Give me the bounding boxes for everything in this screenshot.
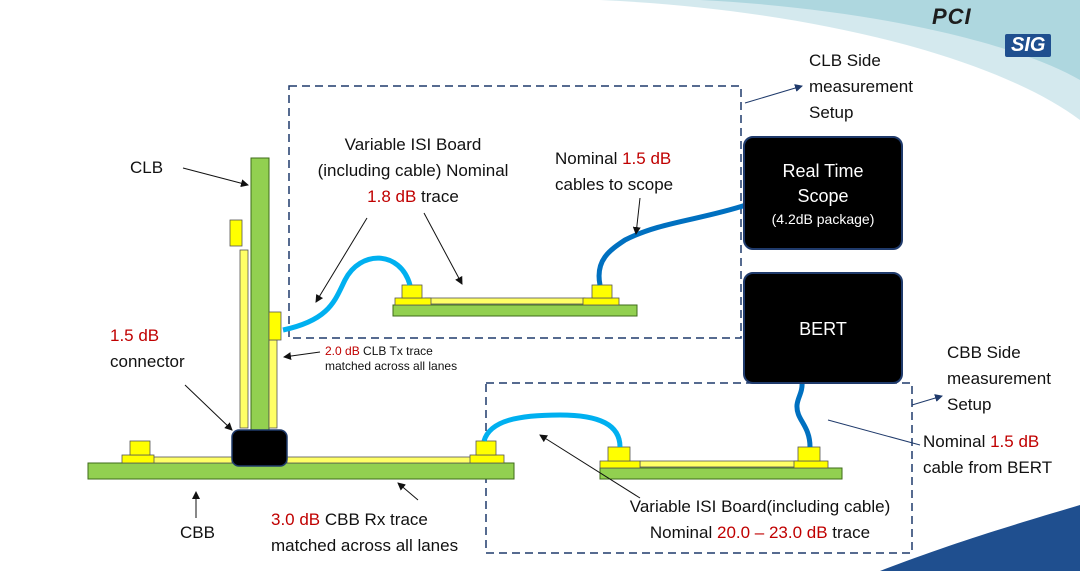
cables-scope-line2: cables to scope bbox=[555, 175, 674, 194]
cbb-trace-left bbox=[147, 456, 233, 464]
isi-bottom-trace bbox=[639, 460, 801, 468]
arrow-clb-tx bbox=[283, 351, 321, 360]
isi-bottom-conn-right-base bbox=[793, 460, 829, 469]
cable-bert-line2: cable from BERT bbox=[923, 458, 1053, 477]
isi-top-line2: (including cable) Nominal bbox=[317, 161, 509, 180]
clb-side-region bbox=[288, 85, 742, 339]
clb-tx-line2: matched across all lanes bbox=[325, 359, 458, 373]
cbb-side-line3: Setup bbox=[947, 395, 992, 414]
bert-label: BERT bbox=[799, 319, 847, 339]
cbb-connector-left-top bbox=[129, 440, 151, 456]
cables-scope-value: 1.5 dB bbox=[622, 149, 672, 168]
arrow-isi-cable bbox=[315, 217, 368, 303]
cable-bert-label: Nominal 1.5 dB cable from BERT bbox=[923, 429, 1052, 481]
cable-bert-to-isi bbox=[794, 379, 813, 448]
cbb-board bbox=[87, 462, 515, 480]
clb-tx-value: 2.0 dB bbox=[325, 344, 360, 358]
cbb-label: CBB bbox=[180, 523, 215, 542]
arrow-isi-trace bbox=[423, 212, 463, 285]
connector-value: 1.5 dB bbox=[110, 326, 160, 345]
isi-top-label: Variable ISI Board (including cable) Nom… bbox=[297, 132, 529, 210]
isi-bottom-conn-right bbox=[797, 446, 821, 462]
bert-box: BERT bbox=[743, 272, 903, 384]
arrow-connector bbox=[184, 384, 233, 431]
cable-isi-to-scope bbox=[596, 202, 747, 286]
cable-bert-line1: Nominal 1.5 dB bbox=[923, 429, 1052, 455]
cbb-side-label: CBB Side measurement Setup bbox=[947, 340, 1051, 418]
isi-bottom-line1: Variable ISI Board(including cable) bbox=[629, 497, 891, 516]
clb-tx-suffix: CLB Tx trace bbox=[359, 344, 433, 358]
pci-sig-logo: PCI SIG bbox=[910, 4, 1060, 62]
cbb-rx-line2: matched across all lanes bbox=[271, 536, 459, 555]
isi-bottom-prefix: Nominal bbox=[649, 523, 717, 542]
arrow-scope-cable bbox=[632, 197, 641, 235]
cbb-rx-line1: 3.0 dB CBB Rx trace bbox=[271, 507, 458, 533]
cbb-rx-label: 3.0 dB CBB Rx trace matched across all l… bbox=[271, 507, 458, 559]
cbb-connector-right-top bbox=[475, 440, 497, 456]
arrow-bert-cable bbox=[827, 419, 921, 446]
cable-bert-prefix: Nominal bbox=[923, 432, 991, 451]
isi-bottom-suffix: trace bbox=[827, 523, 871, 542]
logo-sig-text: SIG bbox=[1005, 34, 1052, 57]
cable-clb-to-isi bbox=[282, 255, 413, 333]
isi-top-line3: 1.8 dB trace bbox=[297, 184, 529, 210]
connector-label: 1.5 dB connector bbox=[110, 323, 185, 375]
isi-top-conn-left bbox=[401, 284, 423, 299]
arrow-clb-side bbox=[744, 84, 803, 104]
isi-bottom-value: 20.0 – 23.0 dB bbox=[716, 523, 828, 542]
cbb-side-line2: measurement bbox=[947, 369, 1051, 388]
scope-line2: Scope bbox=[797, 186, 849, 206]
isi-top-value: 1.8 dB bbox=[367, 187, 417, 206]
cbb-connector-right bbox=[469, 454, 505, 464]
cbb-rx-suffix: CBB Rx trace bbox=[320, 510, 428, 529]
clb-label: CLB bbox=[130, 158, 164, 177]
cables-scope-line1: Nominal 1.5 dB bbox=[555, 146, 673, 172]
isi-top-suffix: trace bbox=[416, 187, 459, 206]
clb-side-line1: CLB Side bbox=[809, 51, 881, 70]
clb-board bbox=[250, 157, 270, 431]
isi-bottom-line2: Nominal 20.0 – 23.0 dB trace bbox=[600, 520, 920, 546]
cables-scope-prefix: Nominal bbox=[555, 149, 623, 168]
isi-board-top bbox=[392, 304, 638, 317]
clb-side-label: CLB Side measurement Setup bbox=[809, 48, 913, 126]
arrow-cbb-side bbox=[911, 394, 943, 406]
cable-bert-value: 1.5 dB bbox=[990, 432, 1040, 451]
connector-block bbox=[231, 429, 288, 467]
cable-cbb-to-isi bbox=[481, 412, 623, 448]
isi-top-conn-right bbox=[591, 284, 613, 299]
isi-bottom-conn-left-base bbox=[599, 460, 641, 469]
isi-board-bottom bbox=[599, 467, 843, 480]
clb-trace-left bbox=[239, 249, 249, 429]
isi-top-conn-left-base bbox=[394, 297, 432, 306]
isi-bottom-conn-left bbox=[607, 446, 631, 462]
clb-tx-label: 2.0 dB CLB Tx trace matched across all l… bbox=[325, 344, 457, 374]
clb-connector-top bbox=[229, 219, 243, 247]
arrow-isi-bottom bbox=[539, 434, 641, 499]
clb-connector-tx bbox=[268, 311, 282, 341]
clb-side-line2: measurement bbox=[809, 77, 913, 96]
real-time-scope-box: Real Time Scope (4.2dB package) bbox=[743, 136, 903, 250]
corner-swoosh-top-inner bbox=[700, 0, 1080, 80]
corner-swoosh-bottom bbox=[880, 505, 1080, 571]
isi-top-line1: Variable ISI Board bbox=[344, 135, 482, 154]
scope-line1: Real Time bbox=[782, 161, 864, 181]
cbb-rx-value: 3.0 dB bbox=[271, 510, 321, 529]
scope-line3: (4.2dB package) bbox=[771, 211, 875, 227]
isi-top-trace bbox=[424, 297, 586, 305]
clb-side-line3: Setup bbox=[809, 103, 854, 122]
clb-tx-line1: 2.0 dB CLB Tx trace bbox=[325, 344, 457, 359]
cbb-trace-right bbox=[286, 456, 474, 464]
clb-trace-right bbox=[268, 339, 278, 429]
isi-bottom-label: Variable ISI Board(including cable) Nomi… bbox=[600, 494, 920, 546]
connector-text: connector bbox=[110, 352, 185, 371]
cables-scope-label: Nominal 1.5 dB cables to scope bbox=[555, 146, 673, 198]
cbb-side-line1: CBB Side bbox=[947, 343, 1021, 362]
arrow-clb bbox=[182, 167, 249, 188]
arrow-cbb-rx bbox=[397, 482, 419, 501]
isi-top-conn-right-base bbox=[582, 297, 620, 306]
cbb-connector-left bbox=[121, 454, 155, 464]
logo-pci-text: PCI bbox=[932, 4, 972, 29]
